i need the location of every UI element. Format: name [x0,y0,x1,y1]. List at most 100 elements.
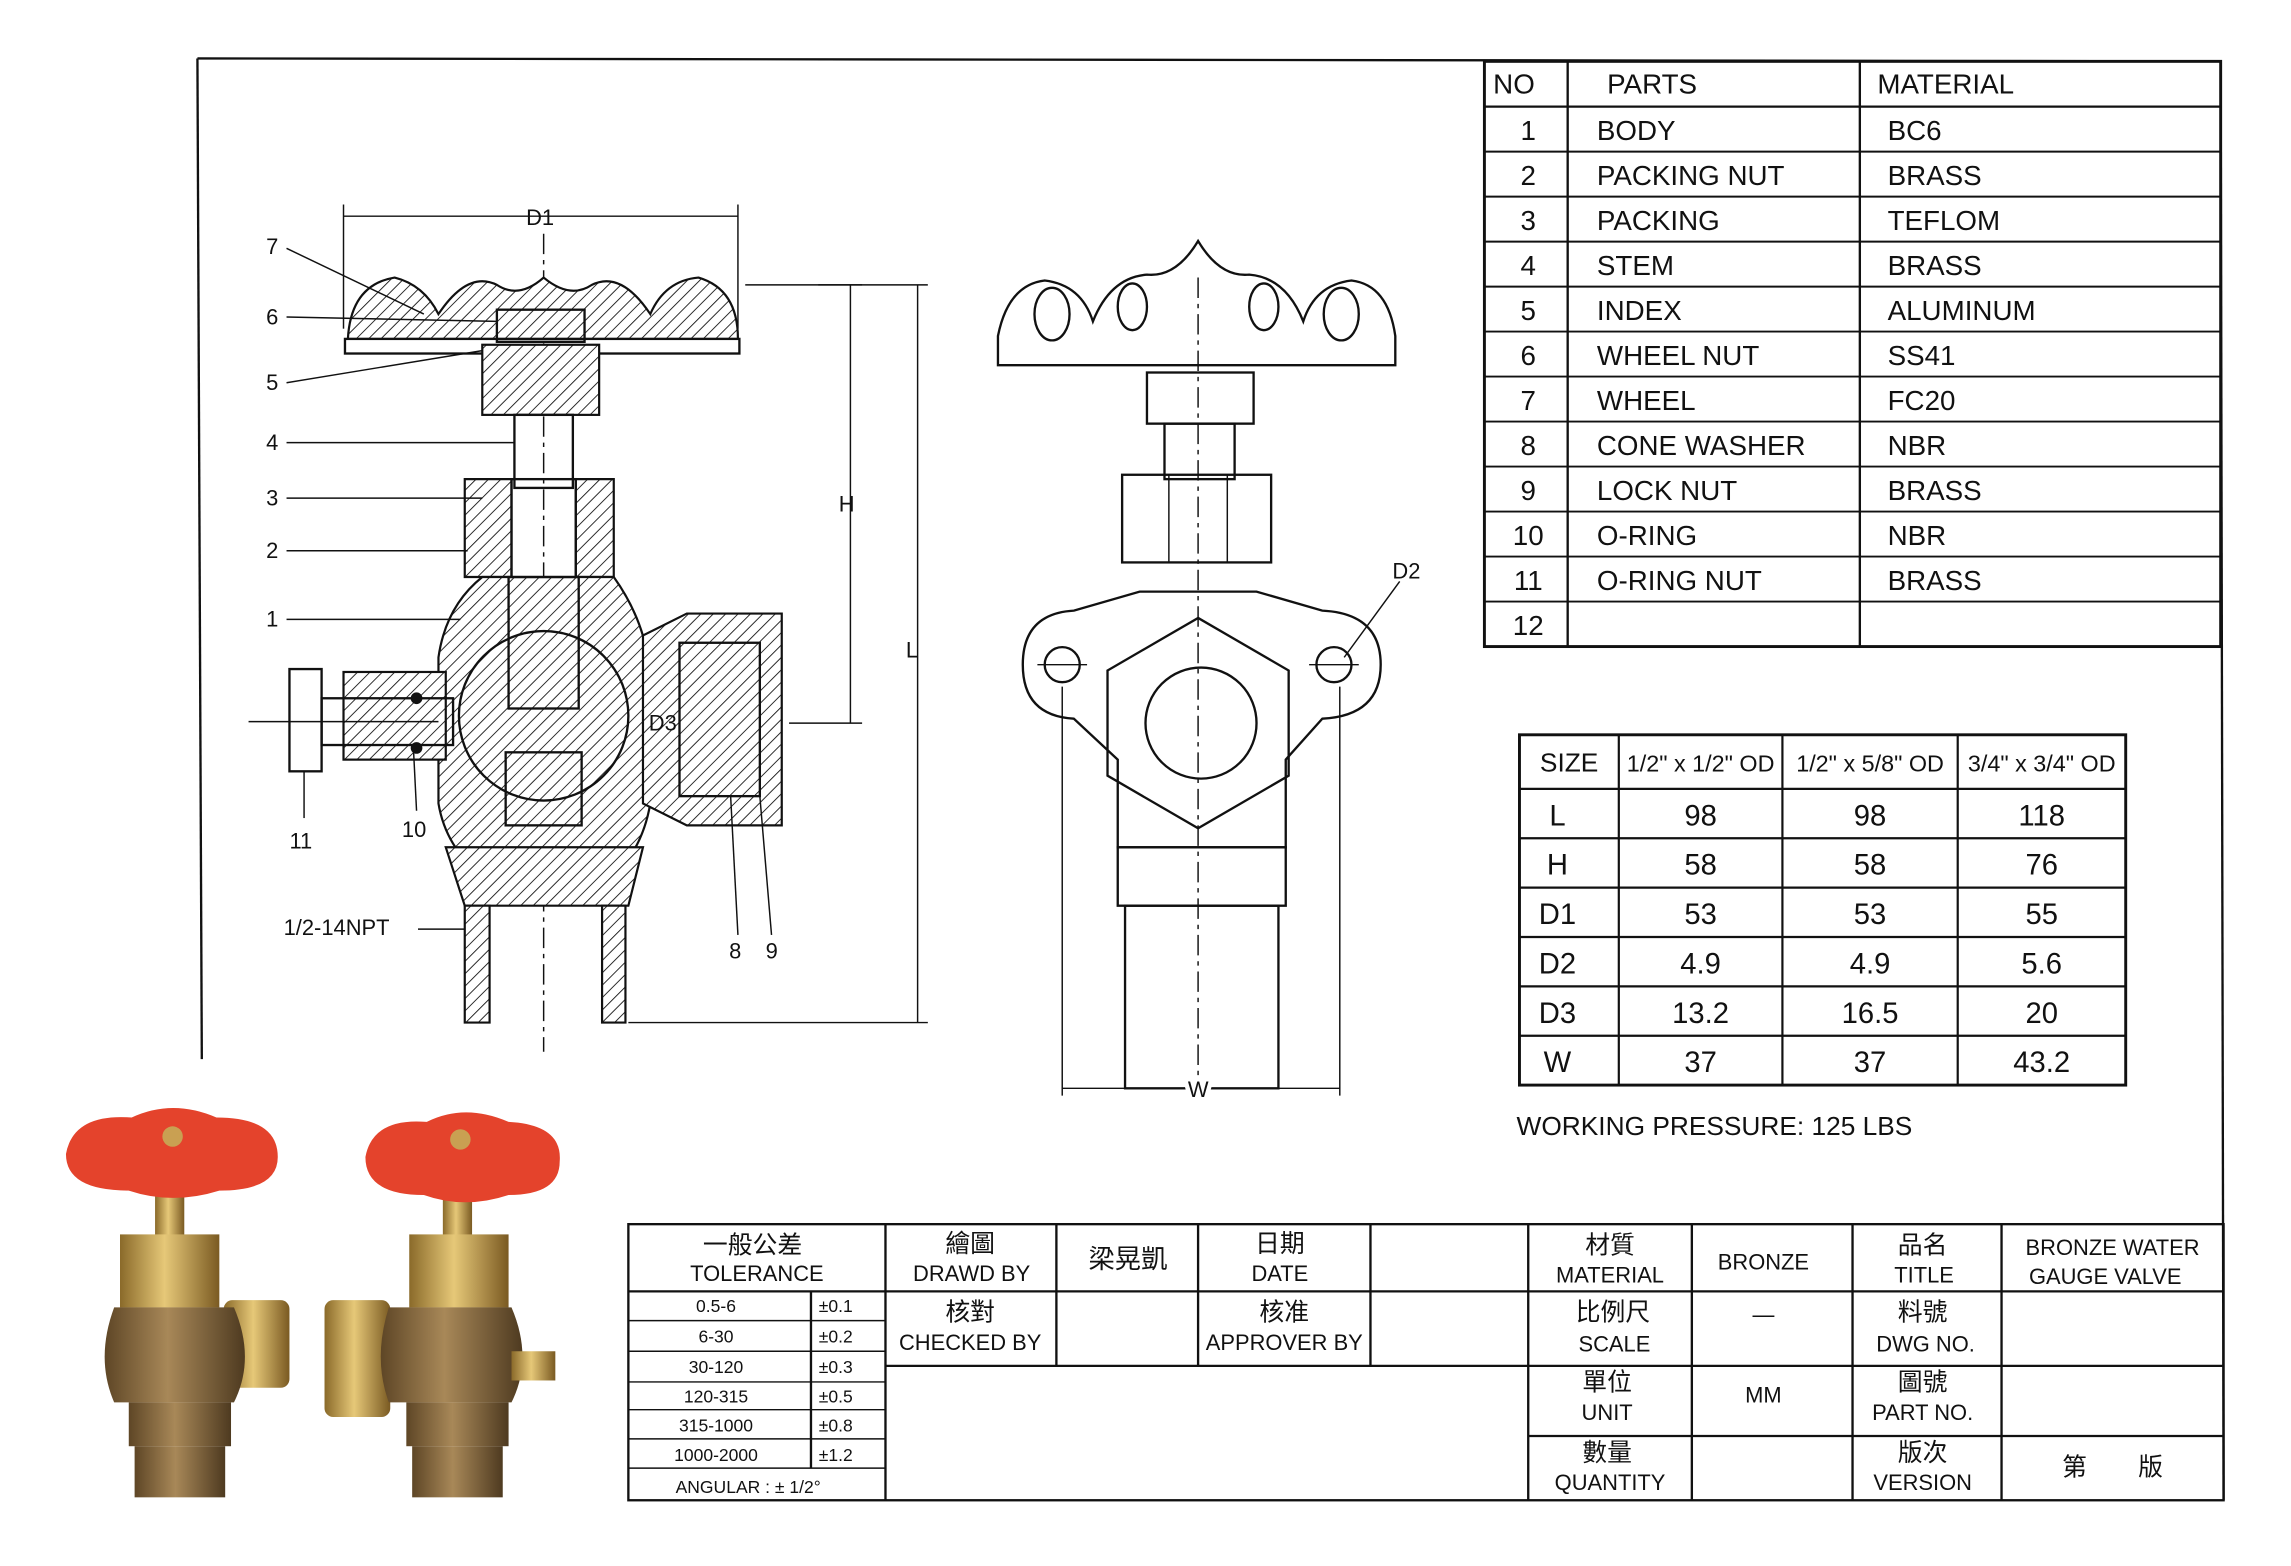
thread-callout: 1/2-14NPT [284,915,465,940]
parts-table-row: 7 WHEEL FC20 [1521,385,1956,416]
version-zh: 版次 [1898,1438,1948,1467]
part-no: 10 [1513,520,1544,551]
callout-8: 8 [729,796,741,963]
part-material: FC20 [1888,385,1956,416]
tolerance-row: 30-120 ±0.3 [689,1357,853,1377]
callout-9: 9 [759,796,778,963]
svg-text:7: 7 [266,234,278,259]
dim-d3-label: D3 [649,710,677,735]
part-name: O-RING [1597,520,1697,551]
material-en: MATERIAL [1556,1263,1664,1288]
dimension-value: 37 [1854,1047,1886,1079]
svg-text:2: 2 [266,538,278,563]
part-name: STEM [1597,250,1674,281]
part-material: SS41 [1888,340,1956,371]
dimension-value: 4.9 [1850,948,1891,980]
part-no: 9 [1521,475,1536,506]
dimension-value: 5.6 [2021,948,2062,980]
dwg-no-zh: 料號 [1898,1298,1948,1327]
tolerance-range: 0.5-6 [696,1296,736,1316]
dimension-value: 13.2 [1672,998,1729,1030]
part-no: 8 [1521,430,1536,461]
part-material: BRASS [1888,475,1982,506]
drawn-by-value: 梁晃凱 [1089,1245,1168,1275]
drawn-by-zh: 繪圖 [945,1229,995,1258]
parts-table-border [1482,59,2223,649]
dimension-value: 37 [1684,1047,1716,1079]
part-name: PACKING NUT [1597,160,1785,191]
callout-10: 10 [402,752,426,842]
part-no: 4 [1521,250,1536,281]
tolerance-range: 30-120 [689,1357,744,1377]
svg-text:9: 9 [766,938,778,963]
tolerance-value: ±0.8 [819,1416,853,1436]
svg-text:11: 11 [289,829,312,854]
svg-text:6: 6 [266,304,278,329]
dimension-value: 43.2 [2013,1047,2070,1079]
callout-2: 2 [266,538,468,563]
tolerance-row: 0.5-6±0.1 [696,1296,853,1316]
dim-w-label: W [1188,1077,1209,1102]
tolerance-row: 6-30 ±0.2 [698,1326,852,1346]
approver-en: APPROVER BY [1206,1330,1363,1355]
part-name: INDEX [1597,295,1682,326]
size-header: SIZE [1540,747,1598,777]
header-material: MATERIAL [1877,68,2014,99]
dimension-value: 98 [1854,800,1886,832]
dim-d2-label: D2 [1392,558,1420,583]
tolerance-value: ±1.2 [819,1445,853,1465]
svg-text:8: 8 [729,938,741,963]
section-view: D1 H L D3 [248,204,928,1052]
part-no-zh: 圖號 [1898,1368,1948,1397]
callout-5: 5 [266,349,483,395]
callout-11: 11 [289,771,312,854]
dimension-label: W [1544,1047,1572,1079]
front-view: W D2 [996,238,1420,1106]
part-no: 7 [1521,385,1536,416]
dimension-label: D2 [1539,948,1576,980]
part-no: 12 [1513,610,1544,641]
svg-text:4: 4 [266,430,278,455]
callout-6: 6 [266,304,497,329]
tolerance-zh: 一般公差 [703,1230,802,1259]
material-zh: 材質 [1585,1230,1635,1259]
part-name: WHEEL NUT [1597,340,1759,371]
tolerance-row: 1000-2000 ±1.2 [674,1445,853,1465]
part-name: LOCK NUT [1597,475,1737,506]
part-no: 6 [1521,340,1536,371]
tolerance-value: ±0.3 [819,1357,853,1377]
dimension-value: 76 [2025,850,2057,882]
tolerance-range: 120-315 [684,1386,748,1406]
part-material: NBR [1888,520,1947,551]
checked-by-zh: 核對 [945,1298,995,1327]
part-no: 11 [1514,565,1543,596]
material-value: BRONZE [1718,1249,1809,1274]
part-name: PACKING [1597,205,1720,236]
part-name: BODY [1597,115,1676,146]
part-name: WHEEL [1597,385,1696,416]
dimension-table-border [1518,733,2128,1087]
size-header: 3/4" x 3/4" OD [1968,750,2116,776]
dimension-value: 20 [2025,998,2057,1030]
part-material: ALUMINUM [1888,295,2036,326]
svg-text:10: 10 [402,817,426,842]
unit-value: MM [1745,1382,1782,1407]
dwg-no-en: DWG NO. [1876,1331,1975,1356]
dimension-value: 53 [1684,899,1716,931]
angular-tolerance: ANGULAR : ± 1/2° [676,1477,821,1497]
tolerance-range: 6-30 [698,1326,733,1346]
part-no: 5 [1521,295,1536,326]
tolerance-value: ±0.2 [819,1326,853,1346]
dimension-value: 118 [2018,800,2065,832]
part-no-en: PART NO. [1872,1400,1973,1425]
tolerance-range: 1000-2000 [674,1445,758,1465]
svg-text:5: 5 [266,370,278,395]
